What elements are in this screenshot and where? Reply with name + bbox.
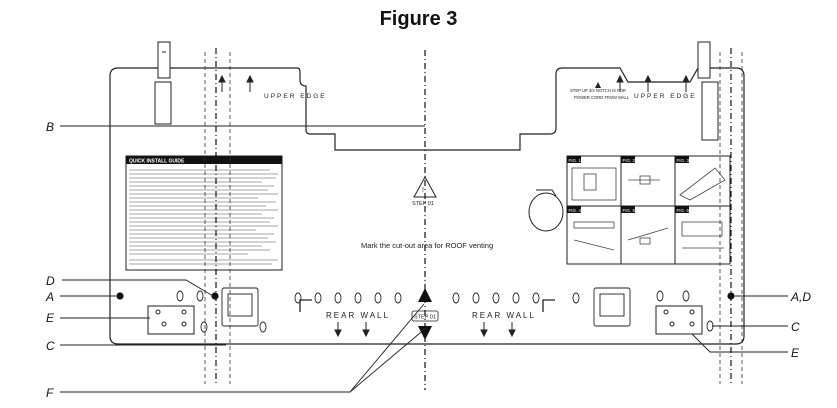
dashed-guides — [215, 48, 732, 390]
callout-e-left: E — [46, 311, 55, 325]
hook-shape — [536, 189, 557, 197]
callout-f: F — [46, 386, 54, 400]
upper-edge-right-label: UPPER EDGE — [634, 93, 697, 100]
fig-label-6: FIG. 6 — [677, 208, 690, 213]
notch-note-line2: POWER CORD FROM WALL — [574, 95, 630, 100]
callout-e-right: E — [791, 346, 800, 360]
right-hanger-bracket — [697, 41, 719, 141]
corner-mark-right — [542, 299, 555, 312]
fig-label-4: FIG. 4 — [569, 208, 582, 213]
callout-dot-ad-right — [727, 292, 735, 300]
rear-wall-right-label: REAR WALL — [472, 311, 536, 320]
callout-a-left: A — [45, 290, 54, 304]
left-clip-bracket — [221, 287, 259, 327]
corner-mark-left — [299, 299, 312, 312]
left-hanger-bracket — [154, 41, 172, 125]
slot-holes — [176, 290, 714, 333]
step-bottom-label: STEP 01 — [414, 315, 436, 321]
plate-e-left — [147, 305, 195, 335]
quick-install-guide-panel: QUICK INSTALL GUIDE — [125, 155, 283, 271]
roof-vent-note: Mark the cut-out area for ROOF venting — [361, 241, 493, 250]
guide-text-lines — [129, 169, 278, 265]
callout-c-left: C — [46, 339, 55, 353]
svg-text:!: ! — [422, 187, 424, 194]
right-clip-bracket — [593, 287, 631, 327]
plate-e-right — [655, 305, 703, 335]
fig-label-2: FIG. 2 — [623, 158, 636, 163]
rear-wall-left-label: REAR WALL — [326, 311, 390, 320]
step-top-label: STEP 01 — [412, 201, 434, 207]
callout-ad-right: A,D — [790, 290, 811, 304]
upper-edge-left-label: UPPER EDGE — [264, 93, 327, 100]
plate-outline — [109, 67, 745, 345]
callout-d: D — [46, 274, 55, 288]
figure-title: Figure 3 — [379, 8, 458, 30]
center-step-arrow-up — [418, 288, 432, 302]
callout-dot-d-left — [211, 292, 219, 300]
callout-dot-a-left — [116, 292, 124, 300]
fig-grid-panel: FIG. 1 FIG. 2 FIG. 3 FIG. 4 FIG. 5 FIG. … — [566, 155, 731, 265]
upper-edge-arrow-left — [218, 74, 254, 92]
notch-note-line1: STEP UP 3/4 NOTCH IS FOR — [570, 88, 626, 93]
guide-title: QUICK INSTALL GUIDE — [129, 159, 185, 165]
fig-label-1: FIG. 1 — [569, 158, 582, 163]
fig-label-3: FIG. 3 — [677, 158, 690, 163]
callout-b: B — [46, 120, 54, 134]
round-knob — [528, 192, 564, 232]
fig-label-5: FIG. 5 — [623, 208, 636, 213]
upper-edge-arrow-right — [616, 74, 690, 92]
callout-c-right: C — [791, 320, 800, 334]
leader-lines — [60, 125, 788, 393]
step-up-triangle: ! STEP 01 — [412, 175, 437, 207]
rear-wall-arrows — [334, 322, 516, 338]
